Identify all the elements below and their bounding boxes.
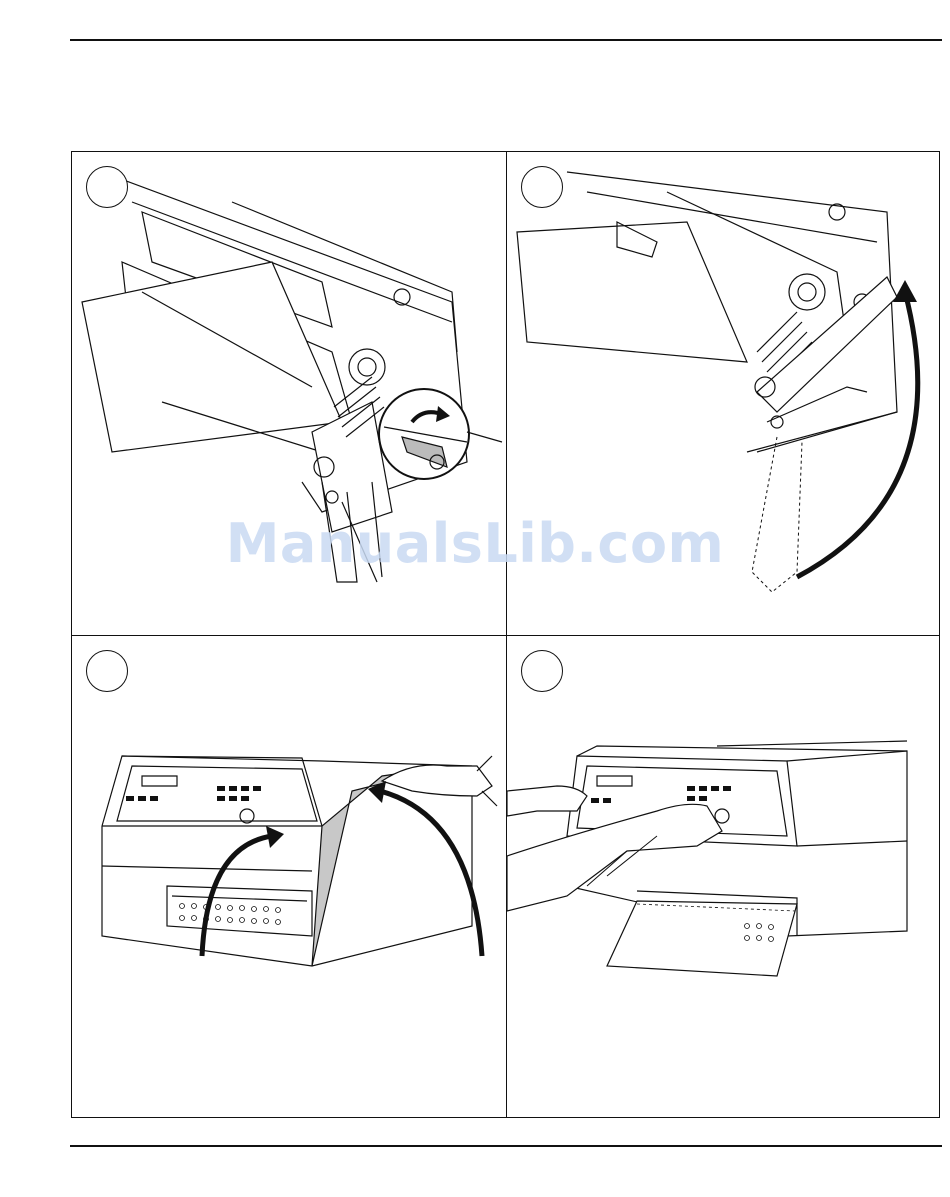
hand-illustration xyxy=(382,765,492,796)
close-cover-illustration xyxy=(72,636,506,1118)
step-number-circle xyxy=(521,650,563,692)
step-number-circle xyxy=(86,166,128,208)
panel-step-3 xyxy=(72,636,506,1118)
feed-key-illustration xyxy=(507,636,941,1118)
panel-step-1 xyxy=(72,152,506,635)
step-number-circle xyxy=(86,650,128,692)
close-arrow-icon xyxy=(202,836,272,956)
footer-rule xyxy=(70,1145,942,1147)
panel-step-4 xyxy=(507,636,941,1118)
step-number-circle xyxy=(521,166,563,208)
printhead-arm-illustration xyxy=(507,152,941,635)
right-hand-illustration xyxy=(507,804,722,911)
panel-step-2 xyxy=(507,152,941,635)
left-hand-illustration xyxy=(507,786,587,816)
printhead-mechanism-illustration xyxy=(72,152,506,635)
header-rule xyxy=(70,39,942,41)
cover-arrow-icon xyxy=(380,791,482,956)
illustration-grid xyxy=(71,151,940,1118)
arm-outline-dashed xyxy=(752,437,802,592)
